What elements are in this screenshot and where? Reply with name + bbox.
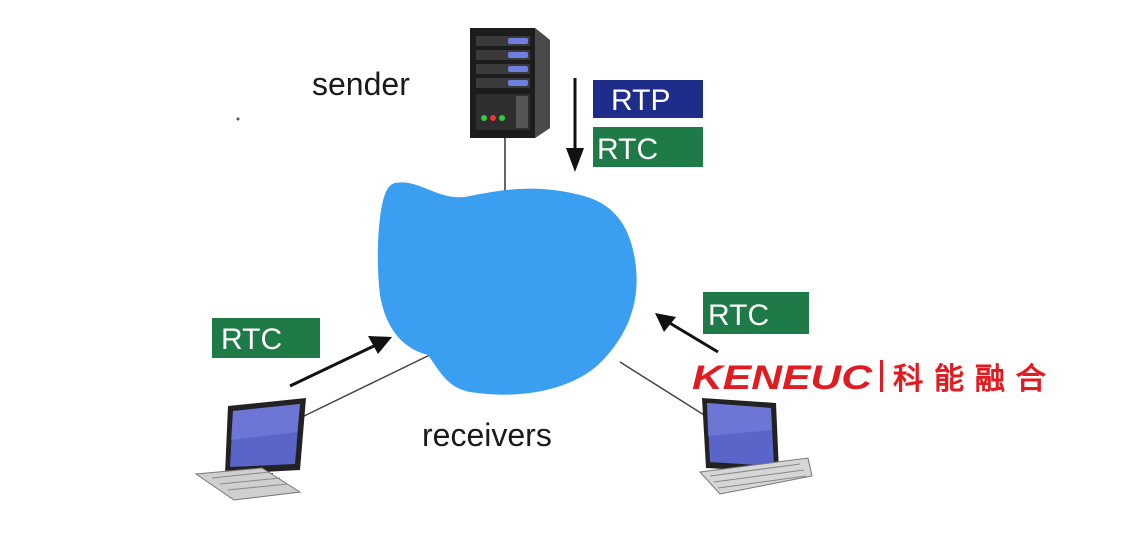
rtc-box-left-label: RTC (221, 323, 282, 356)
server-icon (470, 28, 550, 138)
rtp-box-label: RTP (611, 84, 670, 117)
logo-brand-text: KENEUC (692, 359, 873, 397)
rtc-box-right-label: RTC (708, 299, 769, 332)
computer-right-icon (698, 398, 813, 495)
receivers-label: receivers (422, 417, 552, 453)
keneuc-logo: KENEUC 科 能 融 合 (692, 359, 1046, 397)
rtc-box-left (212, 318, 320, 358)
arrow-up-right-icon (289, 336, 392, 388)
right-receiver-link (619, 361, 713, 421)
logo-chinese-text: 科 能 融 合 (893, 362, 1046, 397)
arrow-up-left-icon (655, 313, 719, 354)
logo-divider (880, 360, 883, 392)
rtc-box-sender (593, 127, 703, 167)
sender-label: sender (312, 66, 410, 102)
network-cloud (377, 182, 637, 395)
stray-dot (236, 117, 240, 121)
arrow-down-icon (566, 78, 584, 172)
rtc-box-sender-label: RTC (597, 133, 658, 166)
rtp-box (593, 80, 703, 118)
rtc-box-right (703, 292, 809, 334)
computer-left-icon (194, 398, 306, 501)
left-receiver-link (299, 349, 441, 419)
